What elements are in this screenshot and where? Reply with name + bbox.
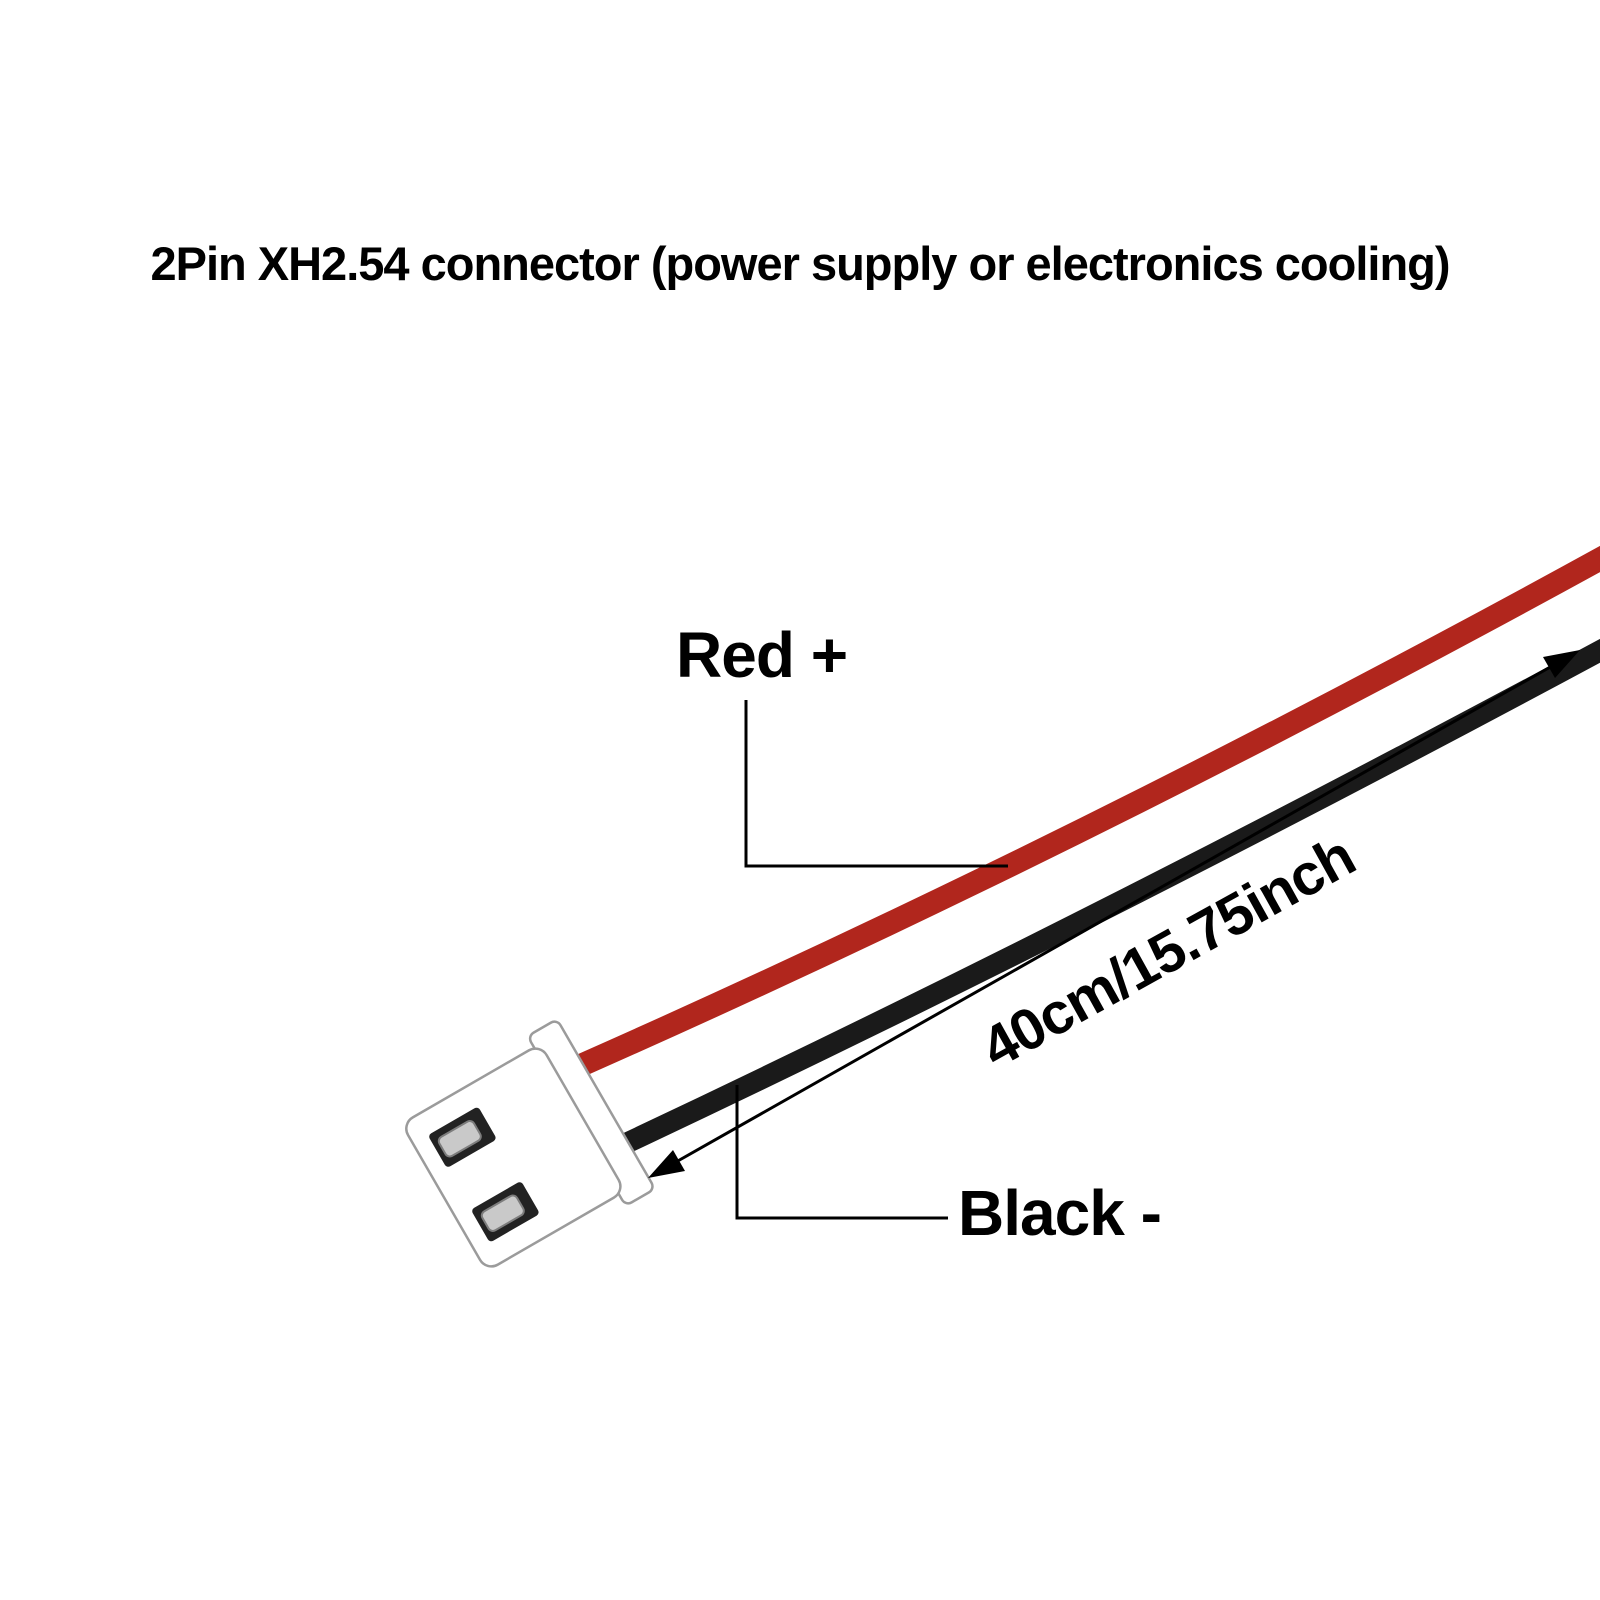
pin-contact-bottom: [480, 1194, 525, 1232]
pin-contact-top: [437, 1120, 482, 1158]
length-arrow-shaft: [675, 664, 1553, 1164]
connector: [405, 1020, 654, 1268]
connector-housing: [405, 1047, 622, 1268]
length-arrow-head-right: [1543, 650, 1580, 678]
red-wire-leader-line: [744, 700, 1008, 868]
red-wire-label: Red +: [676, 619, 848, 691]
black-wire-leader-line: [735, 1085, 948, 1220]
black-wire-label: Black -: [958, 1177, 1162, 1249]
red-wire: [572, 545, 1600, 1076]
length-arrow-head-left: [648, 1150, 685, 1178]
diagram-title: 2Pin XH2.54 connector (power supply or e…: [150, 237, 1450, 290]
black-wire: [618, 638, 1600, 1153]
